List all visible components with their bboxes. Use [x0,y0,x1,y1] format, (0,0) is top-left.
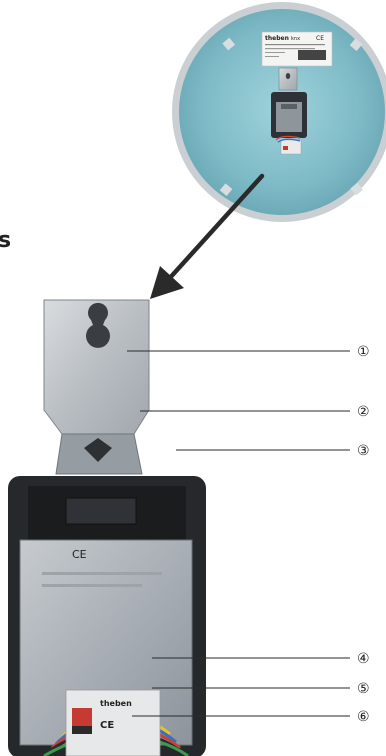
direction-arrow [150,176,262,299]
callout-1: ① [357,344,370,360]
bus-terminal [72,708,92,726]
plate-ce-mark: CE [72,548,87,561]
barcode [298,50,326,60]
clock-label-ce: CE [316,35,324,42]
clock-label-sticker: theben knx CE [262,32,332,66]
callout-4: ④ [357,651,370,667]
clock-label-brand: theben [265,35,289,42]
callout-5: ⑤ [357,681,370,697]
callout-3: ③ [357,443,370,459]
callout-6: ⑥ [357,709,370,725]
module-brand: theben [100,699,132,708]
heading-fragment: s [0,228,11,253]
clock-label-brand-suffix: knx [291,36,300,42]
bus-module: theben CE [66,690,160,756]
module-ce: CE [100,720,114,731]
mounting-bracket [44,300,149,474]
clock-back: theben knx CE [172,2,386,222]
callout-2: ② [357,404,370,420]
